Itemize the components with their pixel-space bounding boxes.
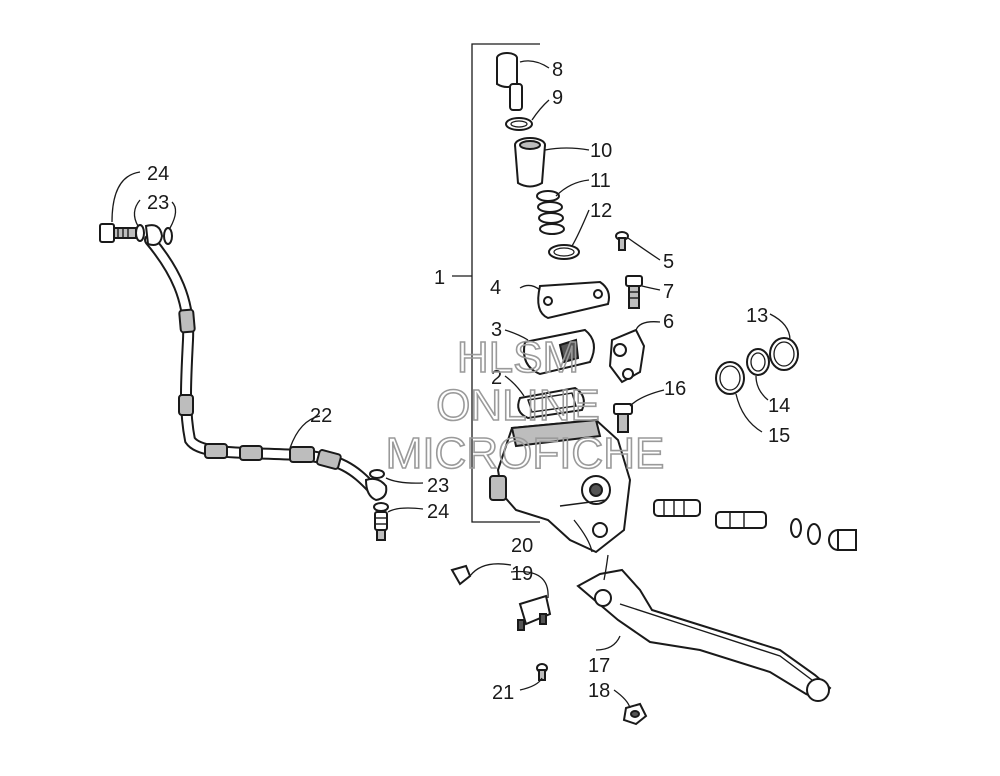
callout-23-bottom: 23 [427, 475, 449, 497]
watermark-line-3: MICROFICHE [386, 429, 665, 478]
callout-19: 19 [511, 563, 533, 585]
callout-21: 21 [492, 682, 514, 704]
banjo-bolt-top [99, 223, 173, 246]
callout-3: 3 [491, 319, 502, 341]
callout-22: 22 [310, 405, 332, 427]
watermark-line-1: HLSM [457, 333, 579, 382]
callout-12: 12 [590, 200, 612, 222]
master-cylinder-body [489, 418, 632, 554]
callout-6: 6 [663, 311, 674, 333]
leader-lines [111, 60, 791, 709]
callout-10: 10 [590, 140, 612, 162]
small-parts [450, 564, 648, 726]
screw-5 [615, 231, 629, 251]
watermark-line-2: ONLINE [436, 381, 600, 430]
callout-23-top: 23 [147, 192, 169, 214]
callout-15: 15 [768, 425, 790, 447]
reservoir-cover [517, 280, 610, 420]
callout-7: 7 [663, 281, 674, 303]
callout-18: 18 [588, 680, 610, 702]
watermark: HLSM ONLINE MICROFICHE [385, 332, 665, 479]
callout-17: 17 [588, 655, 610, 677]
callout-16: 16 [664, 378, 686, 400]
callout-8: 8 [552, 59, 563, 81]
clamp-parts [608, 275, 646, 433]
callout-13: 13 [746, 305, 768, 327]
callout-5: 5 [663, 251, 674, 273]
assembly-bracket [452, 43, 540, 523]
callout-14: 14 [768, 395, 790, 417]
brake-hose [144, 234, 378, 494]
callout-11: 11 [590, 170, 611, 192]
callout-20: 20 [511, 535, 533, 557]
brake-lever [576, 568, 832, 702]
piston-assembly [653, 499, 857, 551]
seal-rings [715, 337, 799, 395]
callout-2: 2 [491, 367, 502, 389]
banjo-bolt-bottom [364, 469, 389, 541]
callout-24-bottom: 24 [427, 501, 449, 523]
callout-labels: 1 2 3 4 5 6 7 8 9 10 11 12 13 14 15 16 1… [147, 59, 790, 704]
callout-24-top: 24 [147, 163, 169, 185]
reservoir-parts [496, 52, 580, 260]
callout-9: 9 [552, 87, 563, 109]
callout-4: 4 [490, 277, 501, 299]
callout-1: 1 [434, 267, 445, 289]
